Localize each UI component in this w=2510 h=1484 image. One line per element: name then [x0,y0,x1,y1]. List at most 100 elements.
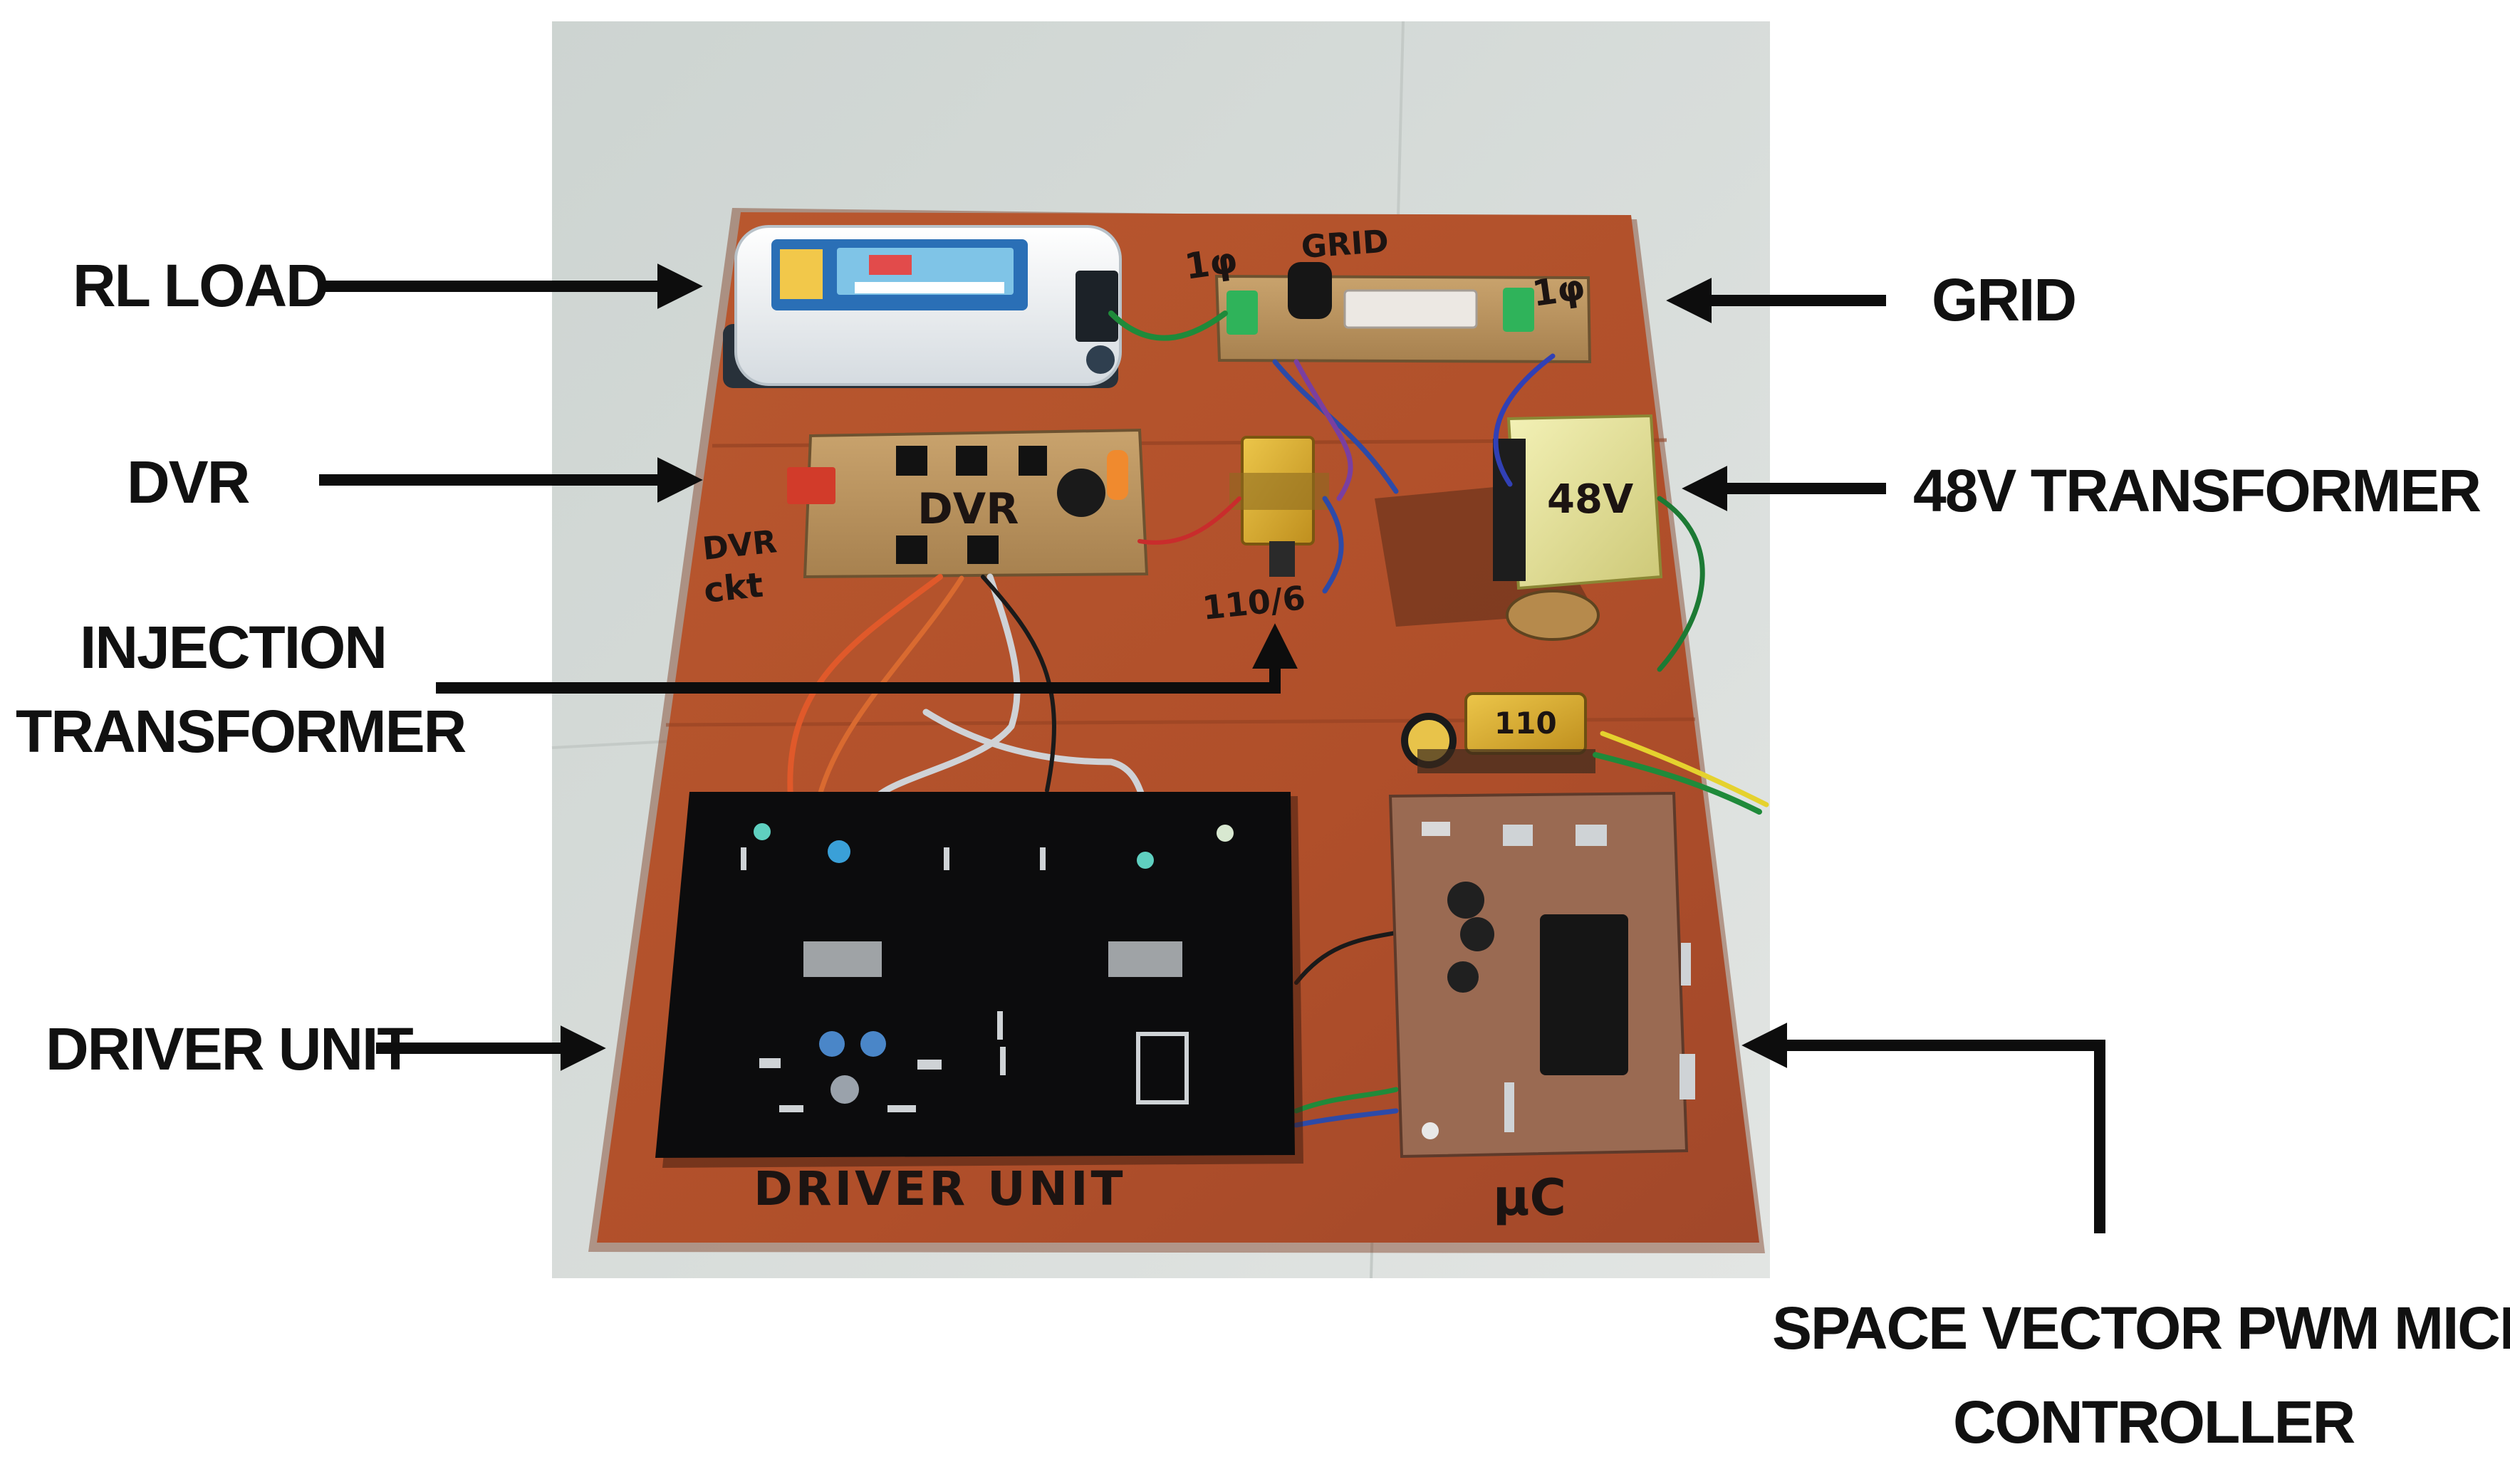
dvr-board: DVR [787,428,1149,579]
label-rl-load: RL LOAD [73,252,328,319]
wire [873,573,1021,801]
driver-led [828,840,850,863]
wire [1272,359,1399,494]
dvr-board-writing: DVR [917,484,1019,534]
mc-component [1504,1082,1514,1132]
transformer-48v-mount [1506,590,1600,641]
mc-component [1680,1054,1695,1099]
small-transformer-writing: 110 [1494,706,1557,741]
driver-component [887,1105,916,1112]
arrow-injection-transformer [436,623,1298,694]
arrow-svpwm-controller [1741,1023,2105,1233]
rl-load-terminal [1076,271,1118,342]
injection-transformer-bracket [1229,473,1329,510]
rl-load-sticker-stripe [855,282,1004,293]
mc-component [1681,943,1691,986]
grid-resistor-block [1343,289,1478,329]
small-transformer-device: 110 [1401,692,1595,773]
wire [1657,496,1705,672]
driver-pcb [655,792,1295,1158]
driver-unit-device [655,792,1303,1168]
rl-load-sticker-mark [869,255,912,275]
wire [922,709,1150,808]
rl-load-sticker-tag [780,249,823,299]
driver-component [779,1105,803,1112]
mc-capacitor [1447,961,1479,993]
label-injection-line1: INJECTION [80,614,386,681]
driver-component [741,847,746,870]
mc-component [1503,825,1533,846]
wire [1593,752,1762,815]
label-injection-line2: TRANSFORMER [16,698,466,765]
label-svpwm-line1: SPACE VECTOR PWM MICRO [1772,1295,2510,1362]
rl-load-device [723,225,1122,388]
wire [787,574,943,800]
dvr-side-writing: DVR [701,523,778,568]
grid-relay [1288,262,1332,319]
wire [1137,496,1241,545]
mc-capacitor [1460,917,1494,951]
driver-ic [803,941,882,977]
wire [1293,1087,1399,1114]
transformer-48v-writing: 48V [1547,476,1634,523]
dvr-switch [896,446,927,476]
ckt-writing: ckt [702,565,765,611]
driver-led [754,823,771,840]
driver-unit-board-writing: DRIVER UNIT [754,1161,1126,1216]
dvr-switch [956,446,987,476]
driver-ic [1108,941,1182,977]
mc-board-writing: μC [1493,1169,1566,1227]
one-phase-writing-right: 1φ [1530,266,1588,315]
label-grid: GRID [1932,266,2076,333]
mc-chip [1540,914,1628,1075]
injection-transformer-device [1229,436,1329,577]
dvr-switch [896,535,927,564]
driver-capacitor [860,1031,886,1057]
dvr-red-terminal [787,467,835,504]
rl-load-knob [1086,345,1115,374]
wire [1600,731,1769,808]
wire [1493,353,1556,487]
callouts: RL LOAD GRID DVR 48V TRANSFORMER INJECTI… [16,252,2510,1456]
grid-board: GRID 1φ 1φ [1182,224,1592,364]
wire [1322,496,1344,594]
mc-pcb [1388,791,1689,1159]
dvr-fuse [1107,450,1128,500]
wire [1293,359,1353,501]
wire [1294,931,1398,985]
prototype-photo: GRID 1φ 1φ DVR DVR ckt 110/6 [551,21,1770,1279]
driver-pot [830,1075,859,1104]
microcontroller-device [1388,791,1695,1159]
injection-transformer-pins [1269,541,1295,577]
label-48v-transformer: 48V TRANSFORMER [1913,457,2480,524]
dvr-switch [967,535,999,564]
dvr-pcb [803,428,1149,579]
grid-board-writing: GRID [1300,224,1390,266]
driver-component [759,1058,781,1068]
mc-component [1576,825,1607,846]
driver-component [917,1060,942,1070]
wire [981,575,1056,793]
driver-led [1217,825,1234,842]
dvr-capacitor [1057,469,1105,517]
wire [1108,310,1228,341]
wire [1293,1108,1399,1128]
driver-capacitor [819,1031,845,1057]
driver-led [1137,852,1154,869]
one-phase-writing-left: 1φ [1182,239,1240,288]
floor-seam [551,739,684,749]
dvr-switch [1019,446,1047,476]
mc-component [1422,822,1450,836]
mc-mount-hole [1422,1122,1439,1139]
label-svpwm-line2: CONTROLLER [1953,1389,2355,1456]
small-transformer-base [1417,749,1595,773]
driver-regulator-outline [1136,1032,1189,1104]
grid-terminal-right [1503,288,1534,332]
driver-component [997,1011,1003,1040]
label-driver-unit: DRIVER UNIT [46,1015,413,1082]
transformer-48v-device: 48V [1375,414,1663,641]
driver-component [1040,847,1046,870]
driver-component [944,847,949,870]
wiring [787,310,1769,1128]
